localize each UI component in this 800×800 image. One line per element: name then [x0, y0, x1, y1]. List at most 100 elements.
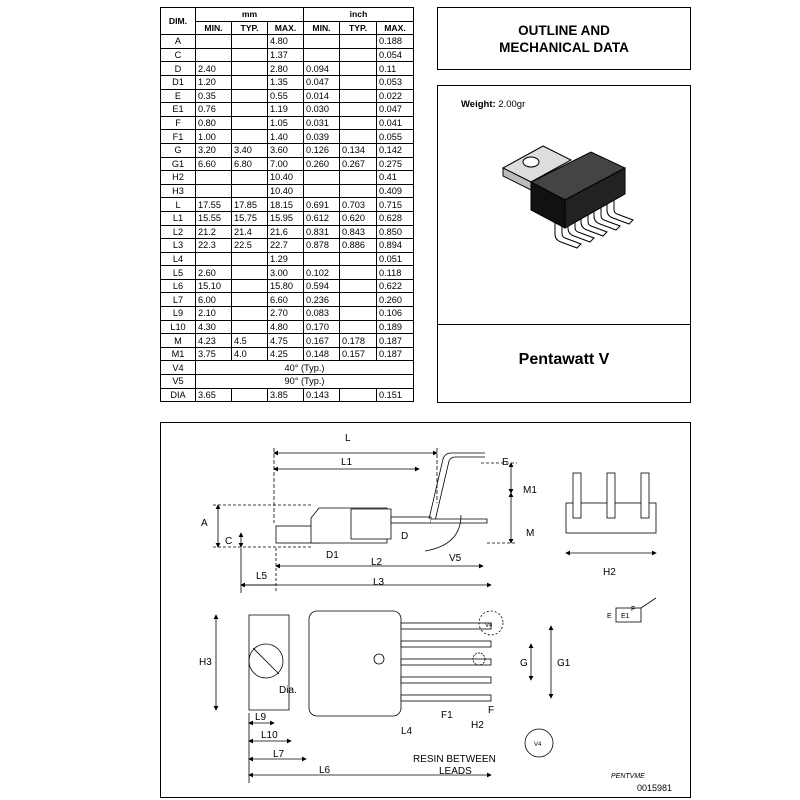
- mm-max-cell: 4.75: [267, 333, 304, 348]
- dim-label-a: A: [201, 518, 208, 529]
- mm-max-cell: 15.80: [267, 278, 304, 294]
- dim-label-dia: Dia.: [279, 685, 297, 696]
- mm-max-cell: 2.70: [267, 306, 304, 321]
- dim-cell: A: [160, 34, 196, 49]
- symbol-label-e1: E1: [621, 613, 630, 620]
- dimensions-table: DIM. mm inch MIN. TYP. MAX. MIN. TYP. MA…: [160, 6, 415, 403]
- dim-cell: DIA: [160, 387, 196, 403]
- dim-label-l3: L3: [373, 577, 385, 588]
- mm-min-cell: 3.75: [195, 346, 232, 362]
- mm-typ-cell: 4.0: [231, 346, 268, 362]
- inch-max-cell: 0.409: [375, 183, 415, 199]
- mm-typ-cell: [231, 170, 268, 185]
- inch-min-cell: 0.047: [303, 74, 340, 90]
- dim-cell: V4: [160, 360, 196, 376]
- package-3d-image: [501, 145, 634, 249]
- mm-typ-cell: [231, 102, 268, 117]
- mm-max-cell: 4.25: [267, 346, 304, 362]
- dim-label-c: C: [225, 536, 232, 547]
- mm-min-cell: 22.3: [195, 238, 232, 253]
- inch-typ-cell: [339, 115, 377, 131]
- dim-label-l5: L5: [256, 571, 268, 582]
- inch-max-cell: 0.11: [375, 61, 415, 76]
- mm-min-cell: 6.60: [195, 156, 232, 172]
- dim-cell: L7: [160, 292, 196, 308]
- mm-typ-cell: [231, 183, 268, 199]
- dim-label-m1: M1: [523, 485, 537, 496]
- mm-min-cell: [195, 251, 232, 267]
- outline-title-line2: MECHANICAL DATA: [499, 39, 629, 55]
- inch-min-header: MIN.: [303, 20, 340, 36]
- mm-max-cell: 15.95: [267, 210, 304, 226]
- dim-label-l4: L4: [401, 726, 413, 737]
- inch-min-cell: [303, 34, 340, 49]
- dim-cell: L9: [160, 306, 196, 321]
- mm-min-cell: 1.20: [195, 74, 232, 90]
- inch-max-cell: 0.041: [375, 115, 415, 131]
- inch-typ-cell: 0.178: [339, 333, 377, 348]
- mm-typ-cell: [231, 265, 268, 280]
- mm-typ-cell: [231, 34, 268, 49]
- inch-typ-cell: [339, 278, 377, 294]
- dim-cell: M1: [160, 346, 196, 362]
- dim-cell: L6: [160, 278, 196, 294]
- dim-label-e: E: [502, 457, 509, 468]
- inch-min-cell: [303, 47, 340, 63]
- dim-label-g1: G1: [557, 658, 571, 669]
- outline-title-box: OUTLINE AND MECHANICAL DATA: [437, 7, 691, 70]
- dim-cell: F1: [160, 129, 196, 144]
- weight-text: Weight: 2.00gr: [461, 99, 525, 110]
- mm-typ-cell: 6.80: [231, 156, 268, 172]
- inch-max-cell: 0.187: [375, 346, 415, 362]
- inch-min-cell: 0.167: [303, 333, 340, 348]
- mm-max-cell: 10.40: [267, 183, 304, 199]
- inch-typ-cell: 0.703: [339, 197, 377, 212]
- dim-cell: G1: [160, 156, 196, 172]
- mm-typ-cell: 17.85: [231, 197, 268, 212]
- dim-cell: M: [160, 333, 196, 348]
- mm-typ-cell: [231, 129, 268, 144]
- dim-cell: V5: [160, 374, 196, 389]
- symbol-label-v4-b: V4: [534, 742, 542, 748]
- inch-min-cell: 0.148: [303, 346, 340, 362]
- inch-typ-cell: [339, 319, 377, 335]
- mm-typ-cell: 15.75: [231, 210, 268, 226]
- mm-min-cell: 15.55: [195, 210, 232, 226]
- mm-max-header: MAX.: [267, 20, 304, 36]
- package-divider: [438, 324, 690, 325]
- inch-typ-header: TYP.: [339, 20, 377, 36]
- mm-header: mm: [195, 7, 304, 22]
- mm-min-cell: 4.23: [195, 333, 232, 348]
- inch-typ-cell: 0.267: [339, 156, 377, 172]
- dim-label-f1: F1: [441, 710, 453, 721]
- inch-max-cell: 0.054: [375, 47, 415, 63]
- mm-typ-cell: [231, 251, 268, 267]
- mm-max-cell: 4.80: [267, 319, 304, 335]
- inch-max-cell: 0.715: [375, 197, 415, 212]
- inch-max-cell: 0.151: [375, 387, 415, 403]
- inch-header: inch: [302, 7, 415, 22]
- mm-max-cell: 1.40: [267, 129, 304, 144]
- mm-max-cell: 1.29: [267, 251, 304, 267]
- mm-min-cell: 1.00: [195, 129, 232, 144]
- mm-min-cell: 4.30: [195, 319, 232, 335]
- mm-min-cell: 0.80: [195, 115, 232, 131]
- inch-max-cell: 0.053: [375, 74, 415, 90]
- mm-min-cell: 2.60: [195, 265, 232, 280]
- mm-max-cell: 3.85: [267, 387, 304, 403]
- dim-cell: L1: [160, 210, 196, 226]
- inch-typ-cell: [339, 88, 377, 104]
- mm-min-cell: [195, 34, 232, 49]
